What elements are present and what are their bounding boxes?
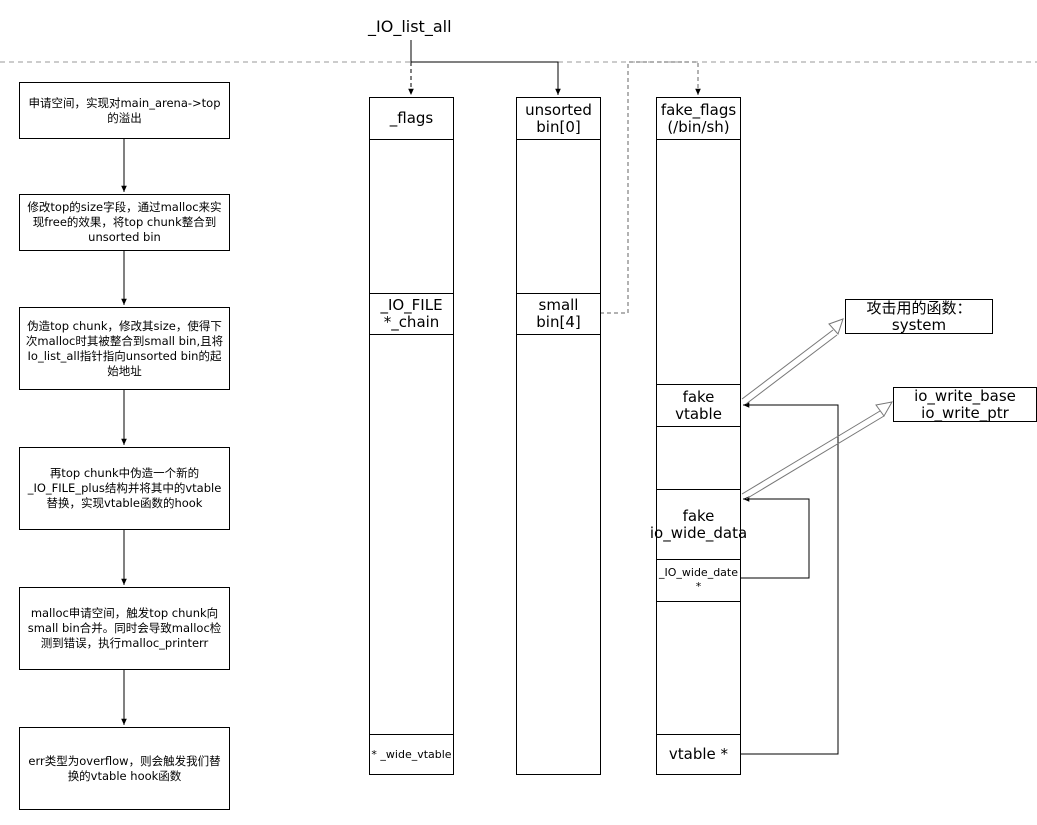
wide-ptr-to-fake-wide-data xyxy=(741,496,810,579)
io-file-wide-vtable-cell: * _wide_vtable xyxy=(370,734,453,774)
io-file-chain-cell: _IO_FILE *_chain xyxy=(370,293,453,335)
step-3-text: 伪造top chunk，修改其size，使得下次malloc时其被整合到smal… xyxy=(25,318,224,378)
io-write-line1: io_write_base xyxy=(914,386,1016,405)
wide-data-ptr-line2: * xyxy=(695,580,702,593)
wide-data-ptr-cell: _IO_wide_date * xyxy=(657,559,740,602)
step-1-text: 申请空间，实现对main_arena->top的溢出 xyxy=(28,95,221,125)
fake-wide-data-cell: fake io_wide_data xyxy=(650,489,747,560)
small-bin-line2: bin[4] xyxy=(536,313,581,331)
attack-function-line1: 攻击用的函数： xyxy=(866,298,972,317)
fake-wide-data-line2: io_wide_data xyxy=(649,523,748,542)
attack-function-line2: system xyxy=(891,315,947,334)
fake-file-column: fake_flags (/bin/sh) fake vtable fake io… xyxy=(650,97,747,775)
fake-vtable-text: fake vtable xyxy=(675,387,722,423)
step-3-box: 伪造top chunk，修改其size，使得下次malloc时其被整合到smal… xyxy=(19,307,230,390)
step-1-box: 申请空间，实现对main_arena->top的溢出 xyxy=(19,82,230,139)
step-2-text: 修改top的size字段，通过malloc来实现free的效果，将top chu… xyxy=(27,200,222,244)
bins-column: unsorted bin[0] small bin[4] xyxy=(516,97,601,775)
attack-function-note: 攻击用的函数： system xyxy=(845,299,993,334)
fake-flags-cell: fake_flags (/bin/sh) xyxy=(657,98,740,140)
step-4-text: 再top chunk中伪造一个新的_IO_FILE_plus结构并将其中的vta… xyxy=(27,466,222,510)
io-file-chain-line1: _IO_FILE xyxy=(380,296,443,314)
step-4-box: 再top chunk中伪造一个新的_IO_FILE_plus结构并将其中的vta… xyxy=(19,447,230,530)
small-bin-cell: small bin[4] xyxy=(517,293,600,335)
io-file-flags-text: _flags xyxy=(389,109,434,127)
io-write-line2: io_write_ptr xyxy=(921,403,1009,422)
io-list-all-to-unsorted xyxy=(411,61,561,95)
step-5-text: malloc申请空间，触发top chunk向small bin合并。同时会导致… xyxy=(27,606,222,650)
unsorted-bin-line1: unsorted xyxy=(525,100,592,119)
fake-flags-line2: (/bin/sh) xyxy=(667,117,730,136)
step-2-box: 修改top的size字段，通过malloc来实现free的效果，将top chu… xyxy=(19,194,230,251)
io-file-flags-cell: _flags xyxy=(370,98,453,140)
unsorted-bin-line2: bin[0] xyxy=(536,117,581,136)
vtable-ptr-to-fake-vtable xyxy=(741,402,839,755)
vtable-ptr-cell: vtable * xyxy=(657,734,740,774)
hollow-arrow-attack xyxy=(741,318,844,405)
io-write-note: io_write_base io_write_ptr xyxy=(893,387,1037,422)
step-6-box: err类型为overflow，则会触发我们替换的vtable hook函数 xyxy=(19,727,230,810)
hollow-arrow-write xyxy=(741,401,893,500)
small-bin-line1: small xyxy=(538,296,579,314)
io-list-all-label: _IO_list_all xyxy=(368,17,452,36)
fake-flags-line1: fake_flags xyxy=(660,100,737,119)
fake-wide-data-line1: fake xyxy=(682,506,715,525)
io-file-wide-vtable-text: * _wide_vtable xyxy=(371,747,452,761)
step-5-box: malloc申请空间，触发top chunk向small bin合并。同时会导致… xyxy=(19,587,230,670)
io-file-column: _flags _IO_FILE *_chain * _wide_vtable xyxy=(369,97,454,775)
vtable-ptr-text: vtable * xyxy=(668,745,729,763)
wide-data-ptr-line1: _IO_wide_date xyxy=(658,566,738,579)
step-6-text: err类型为overflow，则会触发我们替换的vtable hook函数 xyxy=(28,753,221,783)
io-file-chain-line2: *_chain xyxy=(383,313,440,331)
unsorted-bin-cell: unsorted bin[0] xyxy=(517,98,600,140)
fake-vtable-cell: fake vtable xyxy=(657,384,740,427)
